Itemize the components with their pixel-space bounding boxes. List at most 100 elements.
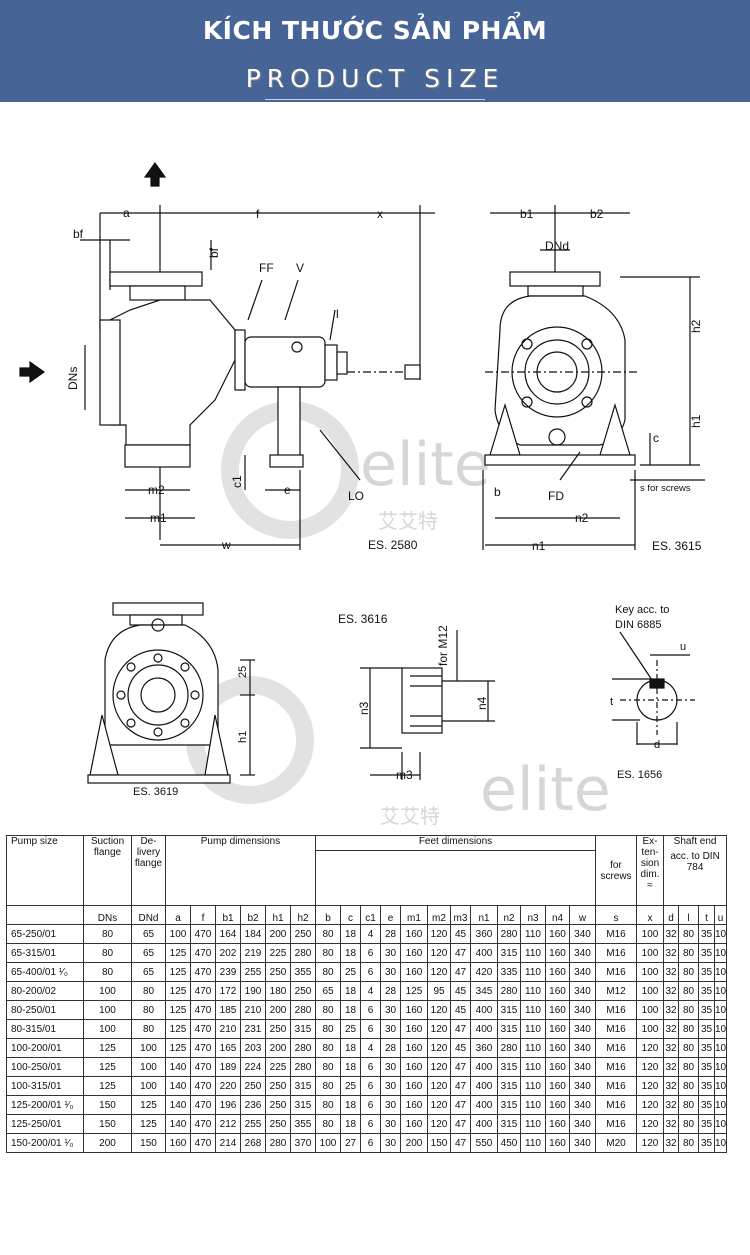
table-cell: 18 [340, 981, 361, 1001]
column-symbol-c1: c1 [360, 905, 381, 925]
table-cell: 35 [698, 1038, 715, 1058]
table-cell: 470 [190, 981, 216, 1001]
table-cell: 47 [450, 1019, 471, 1039]
table-cell-pump-size: 125-250/01 [6, 1114, 84, 1134]
table-cell: 225 [265, 943, 291, 963]
table-cell: 18 [340, 1095, 361, 1115]
label-FD: FD [548, 489, 564, 503]
table-cell: M16 [595, 943, 637, 963]
label-f: f [256, 207, 260, 221]
column-symbol-n2: n2 [497, 905, 521, 925]
table-cell: 80 [678, 962, 699, 982]
table-cell: 160 [545, 1076, 570, 1096]
table-cell-pump-size: 100-315/01 [6, 1076, 84, 1096]
table-cell: 203 [240, 1038, 266, 1058]
table-cell: 355 [290, 1114, 316, 1134]
table-cell: 80 [678, 981, 699, 1001]
label-LO: LO [348, 489, 364, 503]
table-cell: 250 [265, 1019, 291, 1039]
column-symbol-m2: m2 [427, 905, 451, 925]
table-cell: 10 [713, 1000, 728, 1020]
table-cell-pump-size: 80-200/02 [6, 981, 84, 1001]
table-cell: 47 [450, 1057, 471, 1077]
pump-size-table: Pump size Suction flange De-livery flang… [6, 835, 728, 1153]
table-cell: 180 [265, 981, 291, 1001]
table-cell: 4 [360, 1038, 381, 1058]
table-cell: 47 [450, 943, 471, 963]
title-underline [265, 99, 485, 100]
table-cell: 360 [470, 1038, 498, 1058]
table-cell: 202 [215, 943, 241, 963]
table-cell: 6 [360, 1000, 381, 1020]
suction-arrow-icon [19, 360, 46, 384]
table-cell: 120 [636, 1095, 664, 1115]
table-cell: 212 [215, 1114, 241, 1134]
table-cell-pump-size: 65-400/01 ¹⁄₀ [6, 962, 84, 982]
table-cell: 150 [83, 1095, 132, 1115]
table-cell: 80 [131, 1019, 166, 1039]
table-cell: 35 [698, 1019, 715, 1039]
column-symbol-n1: n1 [470, 905, 498, 925]
table-cell: 10 [713, 1057, 728, 1077]
header-shaft-end-label: Shaft end [673, 836, 717, 847]
table-cell: 30 [380, 1095, 401, 1115]
table-cell: 120 [427, 1000, 451, 1020]
table-cell: 10 [713, 1114, 728, 1134]
table-cell-pump-size: 100-250/01 [6, 1057, 84, 1077]
header-feet-dimensions-group: Feet dimensions [315, 835, 596, 906]
table-cell: 160 [545, 1019, 570, 1039]
column-symbol-c: c [340, 905, 361, 925]
table-cell: 32 [663, 981, 679, 1001]
table-cell: 470 [190, 1133, 216, 1153]
table-cell: 6 [360, 1076, 381, 1096]
table-cell: 100 [636, 1000, 664, 1020]
label-t: t [610, 696, 613, 708]
table-cell: 80 [678, 1019, 699, 1039]
table-cell: 32 [663, 924, 679, 944]
table-cell: 470 [190, 1095, 216, 1115]
table-cell: 10 [713, 1038, 728, 1058]
table-cell: 315 [497, 1114, 521, 1134]
table-cell: 25 [340, 962, 361, 982]
label-n1: n1 [532, 539, 546, 553]
title-vietnamese: KÍCH THƯỚC SẢN PHẨM [202, 16, 548, 45]
table-cell: 470 [190, 1076, 216, 1096]
table-cell: 100 [315, 1133, 341, 1153]
table-cell: 30 [380, 962, 401, 982]
table-cell: 120 [636, 1057, 664, 1077]
table-cell: 45 [450, 981, 471, 1001]
table-cell: 125 [131, 1095, 166, 1115]
table-cell: 470 [190, 943, 216, 963]
header-approx-symbol: ≈ [647, 880, 653, 891]
table-cell: 28 [380, 981, 401, 1001]
table-cell: 165 [215, 1038, 241, 1058]
label-h1: h1 [689, 414, 703, 428]
table-cell: 236 [240, 1095, 266, 1115]
table-cell: 30 [380, 1076, 401, 1096]
table-cell: 280 [290, 1057, 316, 1077]
table-cell: 250 [290, 924, 316, 944]
table-cell: 164 [215, 924, 241, 944]
table-cell: M12 [595, 981, 637, 1001]
table-cell: 420 [470, 962, 498, 982]
table-cell: 160 [400, 1057, 428, 1077]
table-cell: 150 [427, 1133, 451, 1153]
table-cell: 32 [663, 962, 679, 982]
column-symbol-d: d [663, 905, 679, 925]
label-b1: b1 [520, 207, 534, 221]
column-symbol-m3: m3 [450, 905, 471, 925]
column-symbol-dnd: DNd [131, 905, 166, 925]
column-symbol-x: x [636, 905, 664, 925]
label-V: V [296, 261, 304, 275]
table-cell: 125 [83, 1076, 132, 1096]
table-cell: 231 [240, 1019, 266, 1039]
label-key-line1: Key acc. to [615, 604, 669, 616]
table-cell: 125 [131, 1114, 166, 1134]
table-cell: 80 [315, 1095, 341, 1115]
table-cell: 160 [400, 1076, 428, 1096]
table-cell-pump-size: 80-315/01 [6, 1019, 84, 1039]
table-cell: 280 [497, 924, 521, 944]
